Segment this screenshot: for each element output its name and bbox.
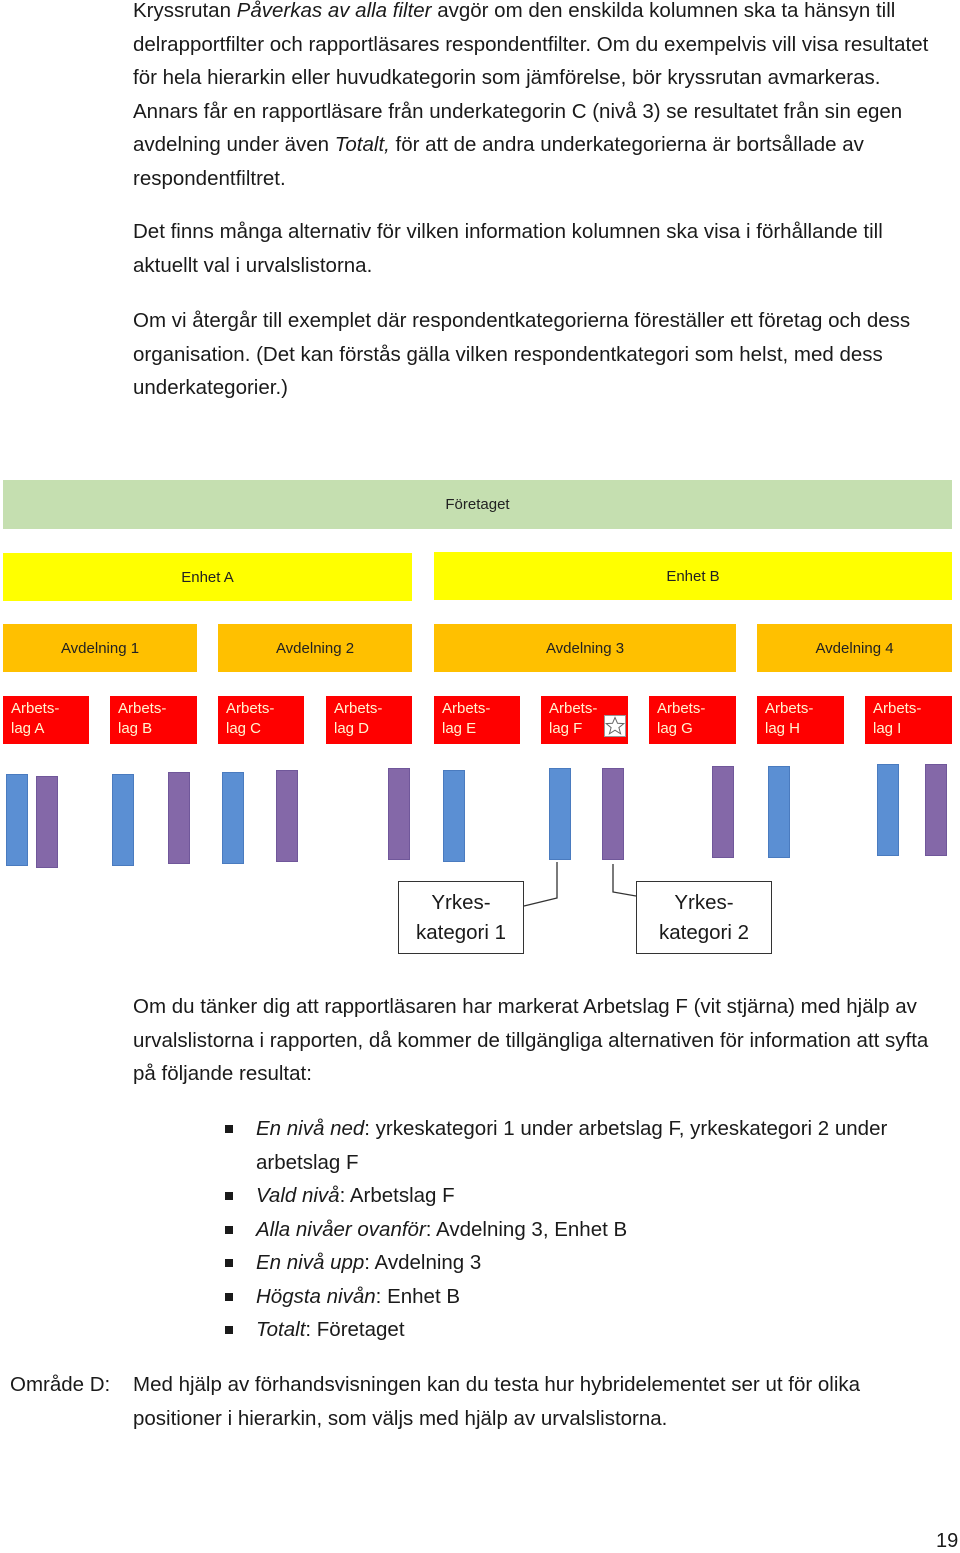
options-paragraph: Det finns många alternativ för vilken in… [133,220,883,277]
category-2-bar [36,776,58,868]
option-label: Totalt [256,1318,306,1341]
option-label: Högsta nivån [256,1284,376,1308]
list-item: Högsta nivån: Enhet B [225,1280,945,1314]
paragraph-text: Kryssrutan [133,0,237,22]
option-label: Alla nivåer ovanför [256,1217,426,1241]
category-1-bar [443,770,465,862]
department-3-box: Avdelning 3 [434,624,736,672]
department-2-box: Avdelning 2 [218,624,412,672]
option-text: : yrkeskategori 1 under arbetslag F, yrk… [256,1117,888,1174]
star-icon [604,715,626,737]
category-2-bar [168,772,190,864]
category-1-bar [222,772,244,864]
paragraph-italic: Totalt, [334,133,390,156]
list-item: Alla nivåer ovanför: Avdelning 3, Enhet … [225,1213,945,1247]
option-text: : Avdelning 3 [364,1251,482,1274]
team-a-box: Arbets- lag A [3,696,89,744]
team-f-box: Arbets- lag F [541,696,628,744]
category-1-bar [6,774,28,866]
company-box: Företaget [3,480,952,529]
category-2-bar [276,770,298,862]
category-2-bar [712,766,734,858]
team-c-box: Arbets- lag C [218,696,304,744]
category-1-bar [549,768,571,860]
category-1-callout: Yrkes- kategori 1 [398,881,524,954]
section-label: Område D: [10,1373,111,1396]
connector-lines [523,862,637,907]
paragraph-italic: Påverkas av alla filter [236,0,432,22]
team-h-box: Arbets- lag H [757,696,844,744]
category-2-callout: Yrkes- kategori 2 [636,881,772,954]
category-2-bar [388,768,410,860]
category-1-bar [112,774,134,866]
category-1-bar [877,764,899,856]
example-paragraph: Om vi återgår till exemplet där responde… [133,309,911,399]
intro-paragraph: Kryssrutan Påverkas av alla filter avgör… [133,0,948,195]
department-4-box: Avdelning 4 [757,624,952,672]
paragraph-text: avgör om den enskilda kolumnen ska ta hä… [133,0,929,156]
organization-hierarchy-diagram: Företaget Enhet A Enhet B Avdelning 1 Av… [0,478,960,958]
category-2-bar [925,764,947,856]
option-label: En nivå upp [256,1251,365,1274]
team-g-box: Arbets- lag G [649,696,736,744]
section-text: Med hjälp av förhandsvisningen kan du te… [133,1373,861,1430]
option-text: : Företaget [305,1318,405,1341]
team-b-box: Arbets- lag B [110,696,197,744]
list-item: En nivå upp: Avdelning 3 [225,1246,945,1280]
selection-paragraph: Om du tänker dig att rapportläsaren har … [133,995,929,1085]
option-text: : Arbetslag F [339,1184,455,1207]
unit-a-box: Enhet A [3,553,412,601]
category-1-bar [768,766,790,858]
list-item: Vald nivå: Arbetslag F [225,1179,945,1213]
list-item: Totalt: Företaget [225,1313,945,1347]
page-number: 19 [936,1530,959,1552]
option-label: En nivå ned [256,1117,365,1140]
unit-b-box: Enhet B [434,552,952,600]
team-e-box: Arbets- lag E [434,696,520,744]
paragraph-text: för att de andra underkategorierna är bo… [133,133,864,190]
team-i-box: Arbets- lag I [865,696,952,744]
result-options-list: En nivå ned: yrkeskategori 1 under arbet… [225,1112,945,1347]
department-1-box: Avdelning 1 [3,624,197,672]
option-text: : Avdelning 3, Enhet B [425,1217,628,1241]
list-item: En nivå ned: yrkeskategori 1 under arbet… [225,1112,945,1179]
team-d-box: Arbets- lag D [326,696,412,744]
option-text: : Enhet B [375,1284,461,1308]
category-2-bar [602,768,624,860]
option-label: Vald nivå [256,1184,340,1207]
